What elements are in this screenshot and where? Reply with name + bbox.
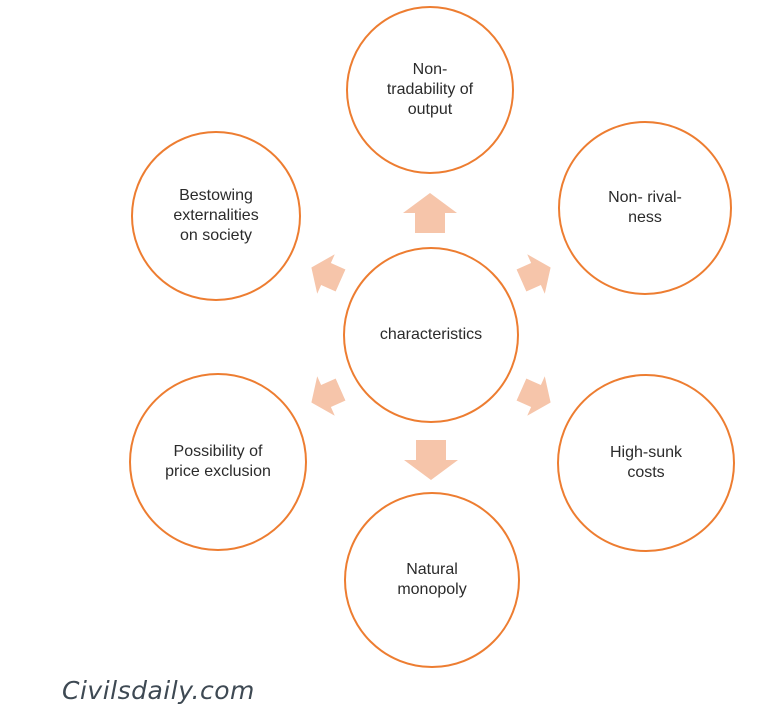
node-center-characteristics: characteristics (343, 247, 519, 423)
node-label: Bestowing externalities on society (173, 187, 259, 244)
node-label: characteristics (379, 326, 483, 343)
node-bestowing-externalities: Bestowing externalities on society (131, 131, 301, 301)
watermark-civilsdaily: Civilsdaily.com (62, 676, 255, 705)
arrow-upper-right-icon (513, 248, 560, 300)
arrow-upper-left-icon (303, 248, 350, 300)
arrow-lower-left-icon (303, 370, 350, 422)
node-high-sunk-costs: High-sunk costs (557, 374, 735, 552)
arrow-down-icon (404, 440, 458, 480)
node-label: Natural monopoly (397, 561, 467, 598)
node-label: Possibility of price exclusion (165, 443, 271, 480)
node-label: Non- rival- ness (608, 189, 682, 226)
node-non-tradability: Non- tradability of output (346, 6, 514, 174)
node-natural-monopoly: Natural monopoly (344, 492, 520, 668)
node-non-rivalness: Non- rival- ness (558, 121, 732, 295)
node-label: High-sunk costs (609, 444, 683, 481)
arrow-up-icon (403, 193, 457, 233)
node-price-exclusion: Possibility of price exclusion (129, 373, 307, 551)
node-label: Non- tradability of output (386, 61, 474, 118)
arrow-lower-right-icon (513, 370, 560, 422)
